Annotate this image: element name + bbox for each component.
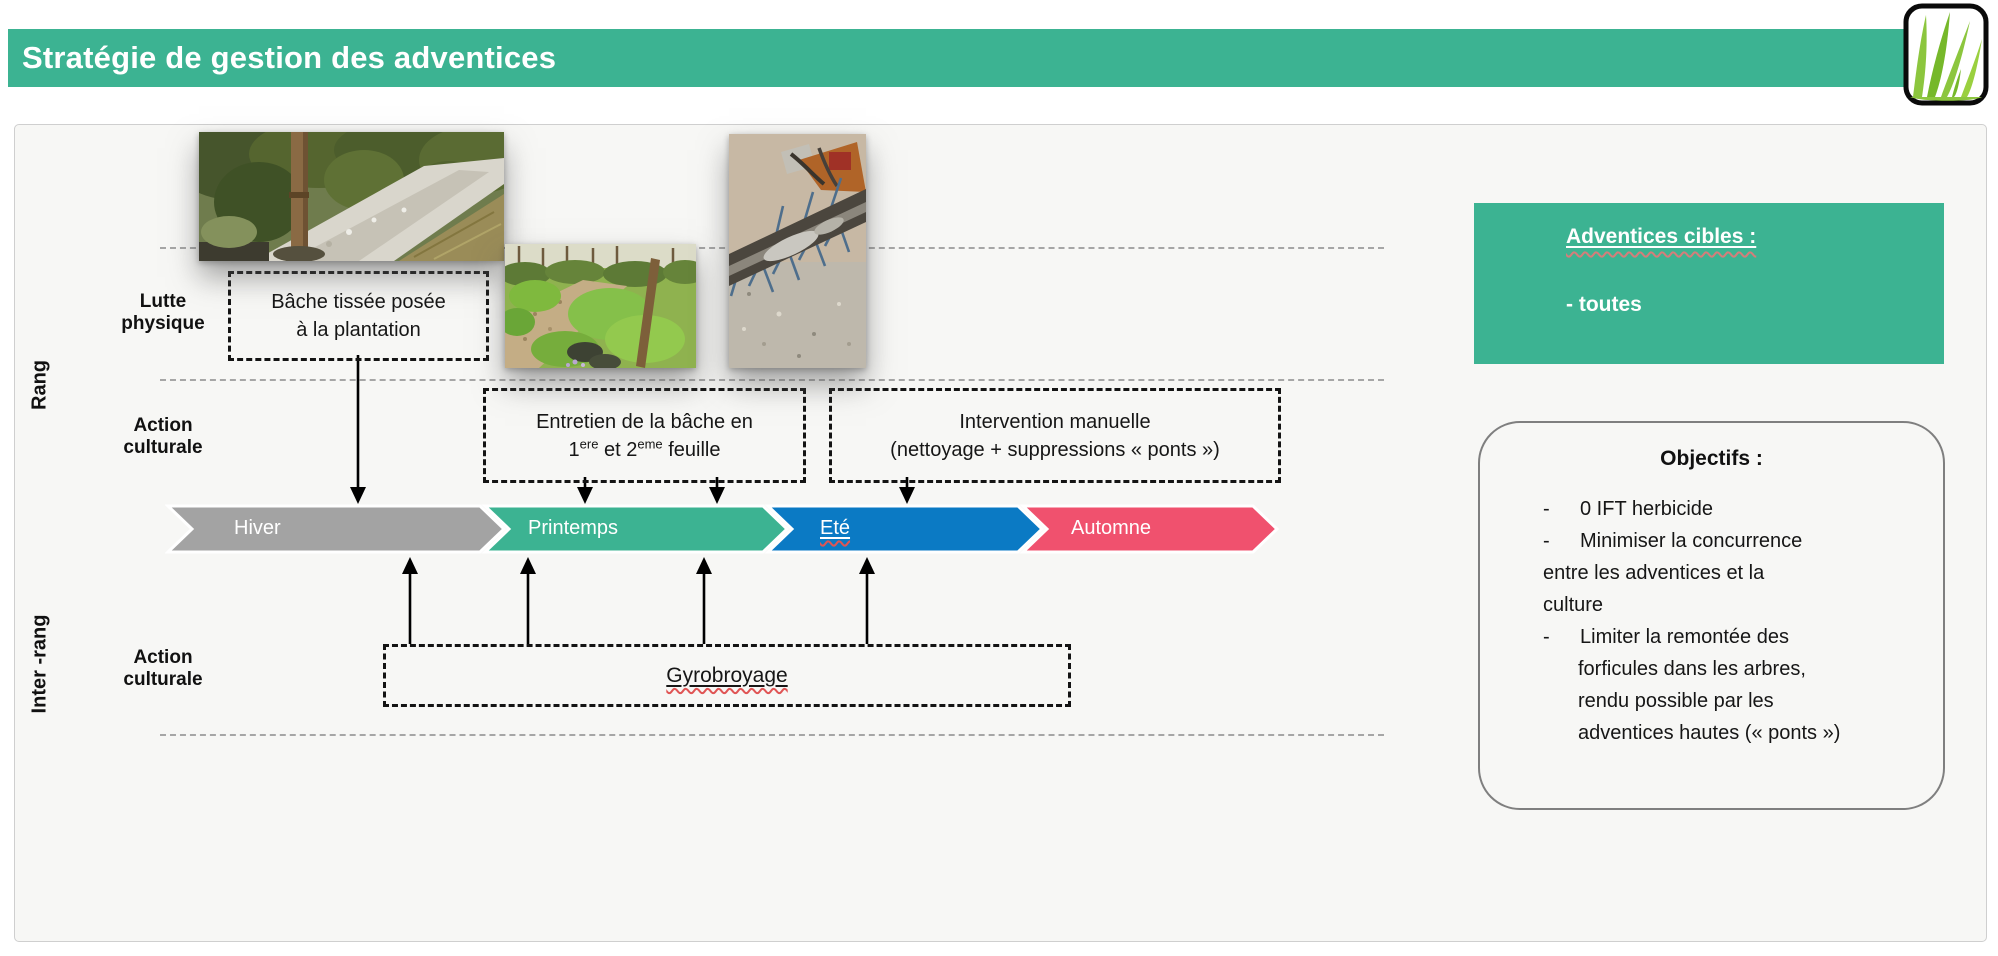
annotation-line: Entretien de la bâche en (536, 410, 753, 433)
grass-logo-icon (1903, 3, 1989, 106)
season-timeline (165, 504, 1280, 554)
annotation-bache-tissee: Bâche tissée posée à la plantation (228, 271, 489, 361)
up-arrow-gyro-3 (696, 557, 712, 644)
objectifs-title: Objectifs : (1660, 447, 1763, 470)
down-arrow-bache (350, 355, 366, 504)
up-arrow-gyro-4 (859, 557, 875, 644)
superscript: eme (637, 435, 663, 451)
adventices-cibles-title-text: Adventices cibles : (1566, 225, 1757, 248)
spellcheck-squiggle: Eté (820, 517, 850, 539)
objectifs-line-text: Minimiser la concurrence (1580, 530, 1803, 552)
annotation-line: (nettoyage + suppressions « ponts ») (890, 438, 1220, 461)
spellcheck-squiggle: Gyrobroyage (666, 662, 787, 690)
adventices-cibles-box: Adventices cibles : - toutes (1474, 203, 1944, 364)
objectifs-line-text: forficules dans les arbres, (1578, 658, 1806, 680)
season-label-automne: Automne (1071, 517, 1152, 539)
annotation-line: Intervention manuelle (959, 410, 1151, 433)
objectifs-list: - 0 IFT herbicide - Minimiser la concurren… (1480, 493, 1943, 749)
bullet-dash: - (1543, 626, 1550, 648)
label-lutte-physique: Lutte physique (121, 291, 205, 334)
objectifs-line: rendu possible par les (1480, 685, 1943, 717)
text-run: et 2 (598, 438, 638, 461)
objectifs-line: - Limiter la remontée des (1480, 621, 1943, 653)
up-arrow-gyro-2 (520, 557, 536, 644)
label-action-culturale-rang: Action culturale (123, 415, 203, 458)
season-chevron-hiver (165, 504, 507, 554)
annotation-intervention-manuelle: Intervention manuelle (nettoyage + suppr… (829, 388, 1281, 483)
objectifs-box: Objectifs : - 0 IFT herbicide - Minimiser … (1478, 421, 1945, 810)
dashed-separator-bottom (160, 734, 1384, 736)
adventices-cibles-item: - toutes (1566, 293, 1642, 316)
season-label-text: Eté (820, 517, 851, 539)
season-label-hiver: Hiver (234, 517, 281, 539)
objectifs-line: - 0 IFT herbicide (1480, 493, 1943, 525)
objectifs-line: adventices hautes (« ponts ») (1480, 717, 1943, 749)
bullet-dash: - (1543, 498, 1550, 520)
objectifs-line-text: entre les adventices et la (1543, 562, 1765, 584)
text-run: feuille (662, 438, 721, 461)
up-arrow-gyro-1 (402, 557, 418, 644)
text-run: 1 (568, 438, 580, 461)
annotation-line: 1ere et 2eme feuille (569, 436, 721, 464)
bullet-dash: - (1543, 530, 1550, 552)
annotation-line: à la plantation (296, 319, 421, 341)
objectifs-line-text: rendu possible par les (1578, 690, 1774, 712)
page-title: Stratégie de gestion des adventices (22, 40, 557, 75)
spellcheck-squiggle: Adventices cibles : (1566, 225, 1756, 248)
objectifs-line-text: Limiter la remontée des (1580, 626, 1789, 648)
header-bar: Stratégie de gestion des adventices (8, 29, 1908, 87)
annotation-line: Gyrobroyage (666, 663, 788, 687)
objectifs-line: culture (1480, 589, 1943, 621)
annotation-gyrobroyage: Gyrobroyage (383, 644, 1071, 707)
season-label-printemps: Printemps (528, 517, 619, 539)
objectifs-line-text: adventices hautes (« ponts ») (1578, 722, 1841, 744)
row-label-inter-rang: Inter -rang (28, 614, 51, 714)
photo-mechanical-weeder-tines (729, 134, 866, 368)
season-chevron-printemps (481, 504, 790, 554)
slide-content-panel: Rang Inter -rang Lutte physique Action c… (14, 124, 1987, 942)
objectifs-line: entre les adventices et la (1480, 557, 1943, 589)
row-label-rang: Rang (28, 360, 51, 410)
season-label-ete: Eté (820, 516, 850, 540)
objectifs-line-text: 0 IFT herbicide (1580, 498, 1714, 520)
photo-weedy-tree-row (505, 244, 696, 368)
objectifs-line: - Minimiser la concurrence (1480, 525, 1943, 557)
adventices-cibles-title: Adventices cibles : (1566, 225, 1944, 249)
objectifs-line: forficules dans les arbres, (1480, 653, 1943, 685)
superscript: ere (579, 435, 599, 451)
objectifs-line-text: culture (1543, 594, 1604, 616)
label-action-culturale-inter-rang: Action culturale (123, 647, 203, 690)
photo-orchard-row-with-woven-fabric (199, 132, 504, 261)
dashed-separator-middle (160, 379, 1384, 381)
annotation-entretien-bache: Entretien de la bâche en 1ere et 2eme fe… (483, 388, 806, 483)
season-chevron-automne (1019, 504, 1280, 554)
season-chevron-ete (764, 504, 1045, 554)
annotation-line: Bâche tissée posée (271, 291, 446, 313)
